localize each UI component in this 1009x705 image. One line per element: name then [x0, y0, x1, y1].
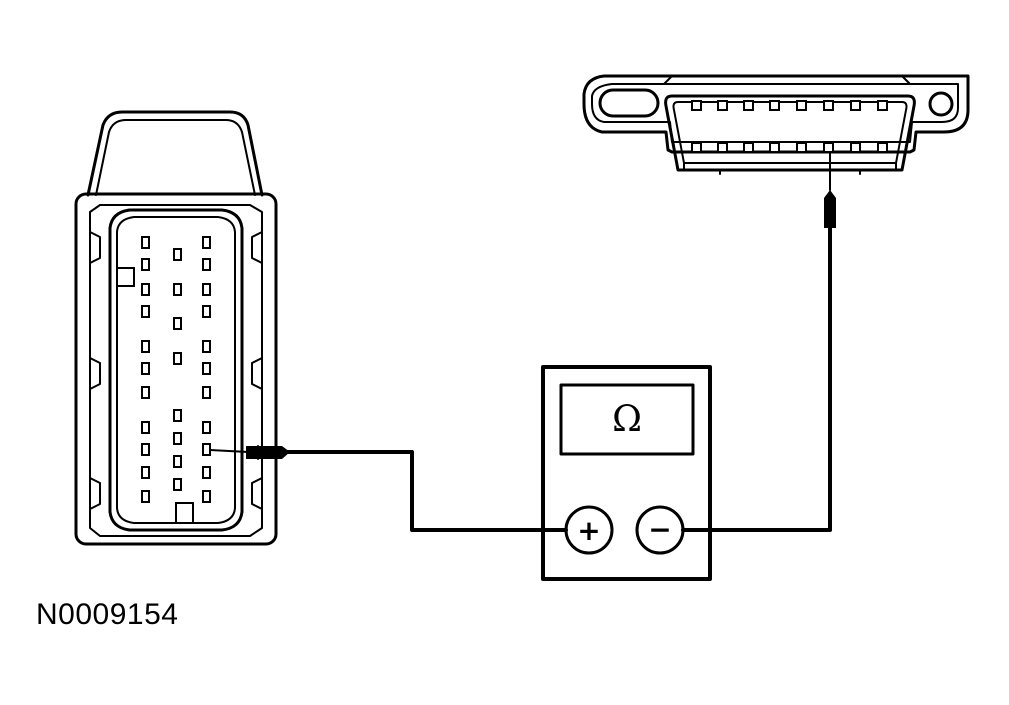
module-connector-icon: [74, 110, 278, 546]
figure-id-label: N0009154: [36, 598, 179, 631]
meter-display: [559, 383, 695, 456]
meter-display-symbol: Ω: [612, 399, 642, 440]
obd-dlc-connector-icon: [582, 74, 970, 175]
connector-pins: [141, 236, 211, 503]
test-probe-icon: [209, 445, 290, 460]
negative-terminal-symbol: −: [648, 513, 671, 546]
positive-terminal-symbol: +: [577, 514, 600, 547]
ohmmeter-icon: Ω + −: [541, 365, 712, 581]
dlc-pins: [691, 100, 888, 153]
positive-terminal: [564, 505, 614, 555]
test-lead-positive: [286, 450, 568, 532]
test-lead-negative: [681, 226, 832, 532]
